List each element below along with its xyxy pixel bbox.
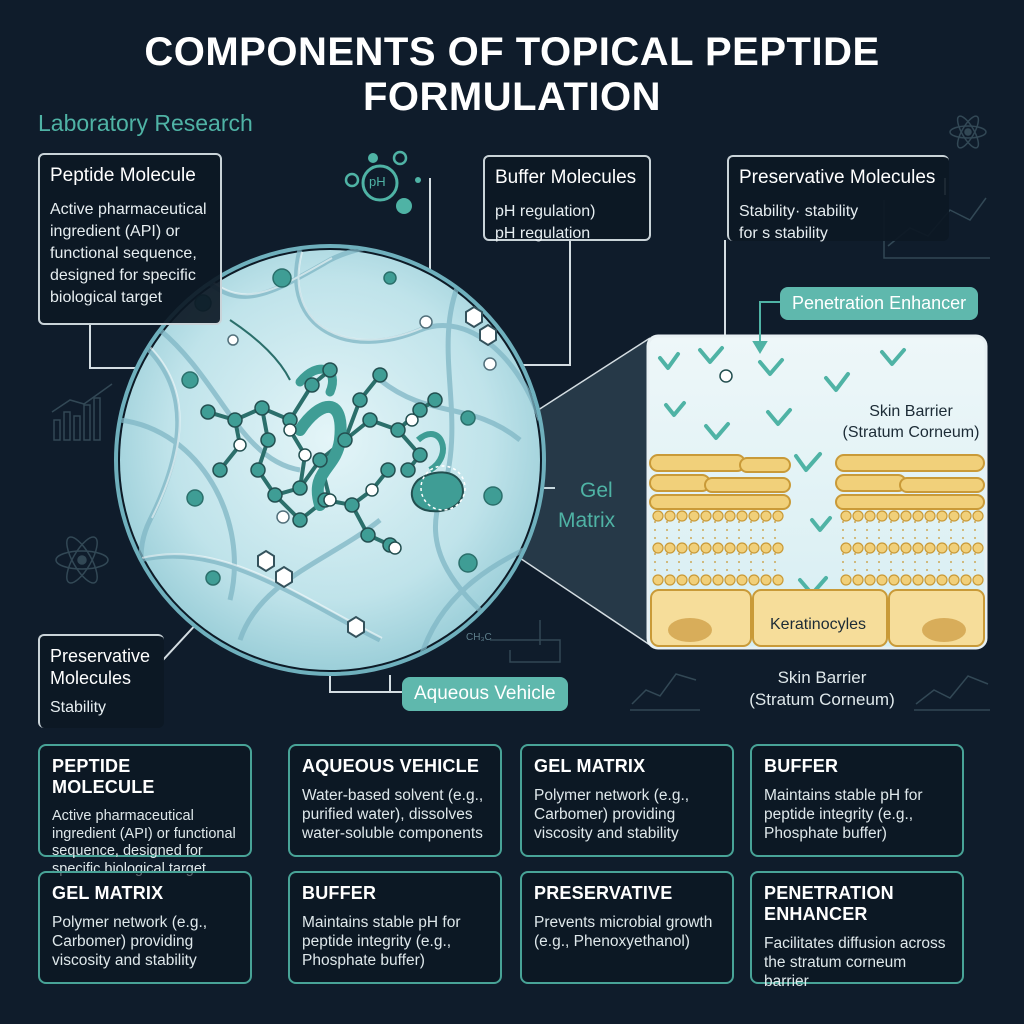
- card-gel-matrix: GEL MATRIX Polymer network (e.g., Carbom…: [520, 744, 734, 857]
- keratinocytes-label: Keratinocyles: [770, 616, 867, 633]
- card-title: GEL MATRIX: [534, 756, 646, 776]
- skin-barrier-line2: (Stratum Corneum): [842, 423, 980, 441]
- card-aqueous-vehicle: AQUEOUS VEHICLE Water-based solvent (e.g…: [288, 744, 502, 857]
- card-peptide-molecule: PEPTIDE MOLECULE Active pharmaceutical i…: [38, 744, 252, 877]
- atom-icon: [55, 536, 109, 584]
- card-body: Active pharmaceutical ingredient (API) o…: [52, 808, 236, 878]
- penetration-enhancer-blob: [410, 471, 464, 513]
- card-title: PENETRATION ENHANCER: [764, 883, 894, 924]
- zoom-projection: [448, 338, 650, 645]
- callout-body: Active pharmaceutical ingredient (API) o…: [50, 201, 207, 307]
- bar-chart-icon: [51, 383, 113, 441]
- page-title: COMPONENTS OF TOPICAL PEPTIDE FORMULATIO…: [144, 30, 880, 119]
- card-title: PRESERVATIVE: [534, 883, 673, 903]
- lipid-heads-left: [652, 510, 784, 586]
- callout-line: Stability· stability: [739, 203, 859, 220]
- ph-label: pH: [369, 174, 386, 189]
- callout-title: Peptide Molecule: [50, 165, 196, 186]
- skin-barrier-line1: Skin Barrier: [869, 403, 953, 420]
- chem-formula-label: CH₃C: [466, 632, 492, 643]
- card-title: AQUEOUS VEHICLE: [302, 756, 480, 776]
- callout-buffer-molecules: Buffer Molecules pH regulation) pH regul…: [483, 155, 651, 242]
- skin-barrier-line1: Skin Barrier: [777, 668, 867, 687]
- callout-line: pH regulation: [495, 225, 591, 243]
- callout-peptide-molecule: Peptide Molecule Active pharmaceutical i…: [38, 153, 222, 325]
- card-body: Maintains stable pH for peptide integrit…: [302, 914, 461, 969]
- skin-barrier-inset-label: Skin Barrier (Stratum Corneum): [838, 402, 984, 444]
- card-buffer: BUFFER Maintains stable pH for peptide i…: [750, 744, 964, 857]
- gel-matrix-circle: [114, 244, 546, 676]
- card-body: Facilitates diffusion across the stratum…: [764, 935, 946, 990]
- lipid-heads-right: [840, 510, 984, 586]
- line-chart-icon: [630, 673, 700, 711]
- gel-matrix-label-line1: Gel: [580, 479, 613, 502]
- callout-title: Buffer Molecules: [495, 167, 637, 188]
- aqueous-vehicle-label: Aqueous Vehicle: [402, 677, 568, 711]
- callout-body: Stability: [50, 699, 107, 717]
- ph-molecule-icon: [344, 150, 421, 214]
- atom-icon: [949, 115, 987, 149]
- gel-matrix-label: Gel Matrix: [558, 476, 615, 537]
- card-body: Polymer network (e.g., Carbomer) providi…: [52, 914, 208, 969]
- gel-matrix-label-line2: Matrix: [558, 509, 616, 533]
- callout-line: for s stability: [739, 225, 828, 243]
- card-title: GEL MATRIX: [52, 883, 164, 903]
- subtitle: Laboratory Research: [38, 110, 253, 136]
- callout-title: Preservative Molecules: [50, 646, 151, 688]
- enhancer-arrow: [752, 301, 780, 354]
- card-body: Water-based solvent (e.g., purified wate…: [302, 787, 484, 842]
- card-title: BUFFER: [764, 756, 839, 776]
- skin-barrier-line2: (Stratum Corneum): [749, 690, 895, 710]
- penetration-enhancer-label: Penetration Enhancer: [780, 287, 979, 320]
- callout-title: Preservative Molecules: [739, 167, 936, 188]
- card-title: BUFFER: [302, 883, 377, 903]
- card-penetration-enhancer: PENETRATION ENHANCER Facilitates diffusi…: [750, 871, 964, 990]
- callout-preservative-molecules-left: Preservative Molecules Stability: [38, 634, 164, 728]
- skin-inset: [646, 334, 988, 650]
- card-title: PEPTIDE MOLECULE: [52, 756, 155, 797]
- skin-barrier-below-label: Skin Barrier (Stratum Corneum): [742, 667, 902, 711]
- flask-sketch: [490, 620, 561, 663]
- line-chart-icon: [914, 675, 990, 711]
- callout-preservative-molecules-top: Preservative Molecules Stability· stabil…: [727, 155, 949, 242]
- callout-line: pH regulation): [495, 203, 596, 220]
- card-body: Maintains stable pH for peptide integrit…: [764, 787, 923, 842]
- card-body: Polymer network (e.g., Carbomer) providi…: [534, 787, 690, 842]
- card-buffer-2: BUFFER Maintains stable pH for peptide i…: [288, 871, 502, 984]
- card-gel-matrix-2: GEL MATRIX Polymer network (e.g., Carbom…: [38, 871, 252, 984]
- card-preservative: PRESERVATIVE Prevents microbial growth (…: [520, 871, 734, 984]
- card-body: Prevents microbial growth (e.g., Phenoxy…: [534, 914, 713, 950]
